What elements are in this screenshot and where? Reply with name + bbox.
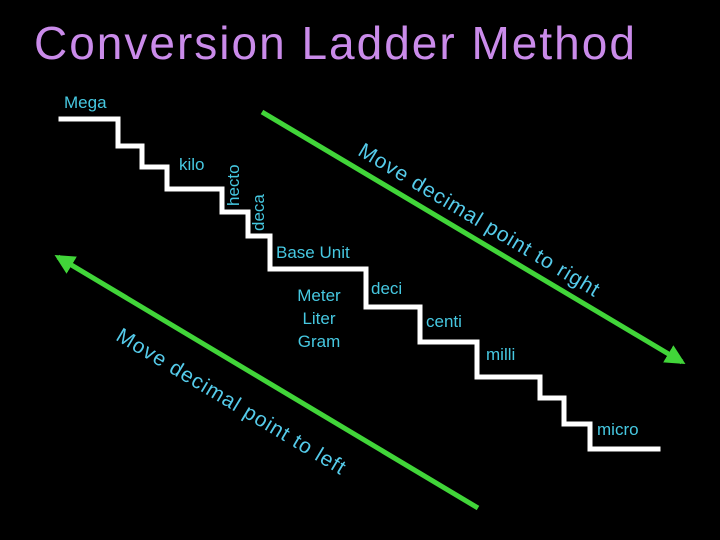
- base-unit-liter: Liter: [302, 309, 336, 328]
- ladder-label-milli: milli: [486, 345, 516, 364]
- move-right-arrow: [260, 109, 686, 365]
- ladder-label-centi: centi: [426, 312, 462, 331]
- move-left-arrow: [54, 254, 480, 511]
- ladder-label-micro: micro: [597, 420, 639, 439]
- slide-title: Conversion Ladder Method: [34, 17, 637, 69]
- ladder-label-hecto: hecto: [224, 164, 243, 206]
- base-unit-meter: Meter: [297, 286, 341, 305]
- ladder-label-kilo: kilo: [179, 155, 205, 174]
- ladder-label-mega: Mega: [64, 93, 107, 112]
- base-unit-list: Meter Liter Gram: [284, 284, 354, 353]
- base-unit-gram: Gram: [297, 332, 341, 351]
- ladder-label-deci: deci: [371, 279, 403, 298]
- ladder-label-base-unit: Base Unit: [276, 243, 350, 262]
- conversion-ladder-steps: [58, 116, 661, 452]
- ladder-label-deca: deca: [249, 194, 268, 231]
